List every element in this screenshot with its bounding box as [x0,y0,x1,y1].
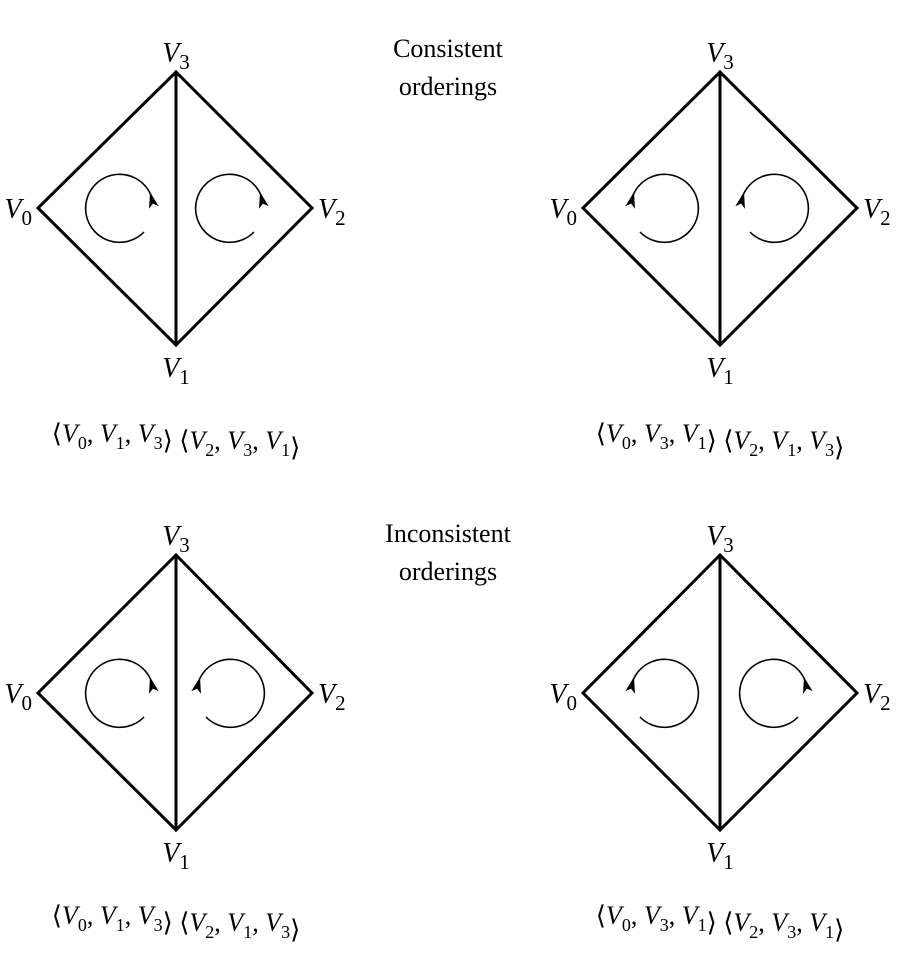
diamond-outline [580,552,860,833]
v0-label: V0 [549,194,577,230]
v2-label: V2 [318,194,346,230]
v2-label: V2 [863,679,891,715]
left-triangle-counterclockwise-arrow-icon [625,173,700,244]
diamond-outline [35,69,315,348]
diamond-outline [35,552,315,833]
consistent-heading-line-2: orderings [399,72,497,101]
v1-label: V1 [162,353,190,389]
v3-label: V3 [162,38,190,74]
consistent-heading-line-1: Consistent [393,34,504,63]
orderings-caption: ⟨V0, V1, V3⟩ ⟨V2, V1, V3⟩ [52,901,300,944]
v0-label: V0 [4,679,32,715]
v0-label: V0 [549,679,577,715]
left-triangle-clockwise-arrow-icon [84,173,159,244]
orderings-caption: ⟨V0, V3, V1⟩ ⟨V2, V3, V1⟩ [596,901,844,944]
diamond-outline [580,69,860,348]
v2-label: V2 [863,194,891,230]
v1-label: V1 [706,353,734,389]
left-triangle-clockwise-arrow-icon [84,658,159,729]
v3-label: V3 [706,521,734,557]
v3-label: V3 [706,38,734,74]
orderings-caption: ⟨V0, V1, V3⟩ ⟨V2, V3, V1⟩ [52,419,300,462]
right-triangle-clockwise-arrow-icon [194,173,269,244]
inconsistent-heading-line-1: Inconsistent [385,519,511,548]
right-triangle-clockwise-arrow-icon [738,658,813,729]
left-triangle-counterclockwise-arrow-icon [625,658,700,729]
inconsistent-heading-line-2: orderings [399,557,497,586]
v1-label: V1 [162,838,190,874]
v0-label: V0 [4,194,32,230]
v1-label: V1 [706,838,734,874]
orderings-caption: ⟨V0, V3, V1⟩ ⟨V2, V1, V3⟩ [596,419,844,462]
v3-label: V3 [162,521,190,557]
right-triangle-counterclockwise-arrow-icon [191,658,266,729]
v2-label: V2 [318,679,346,715]
right-triangle-counterclockwise-arrow-icon [735,173,810,244]
